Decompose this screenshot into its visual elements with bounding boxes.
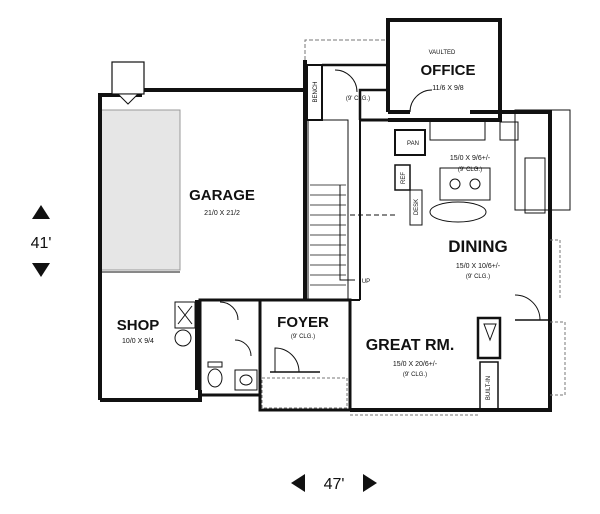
office-walls — [386, 18, 502, 112]
shop-dims: 10/0 X 9/4 — [122, 338, 154, 345]
cooktop-burner-1 — [449, 178, 461, 190]
toilet — [207, 368, 223, 388]
mud-door-swing — [334, 69, 358, 93]
width-dimension: 47' — [291, 474, 377, 493]
great-room-ceiling: (9' CLG.) — [403, 372, 427, 378]
kitchen-area — [350, 121, 546, 226]
stair-up-label: UP — [362, 279, 370, 285]
upper-counter — [429, 122, 486, 141]
vanity — [234, 369, 258, 391]
stairs-area — [304, 39, 390, 301]
great-room-dims: 15/0 X 20/6+/- — [393, 361, 438, 368]
main-exterior-wall — [350, 110, 552, 412]
refrigerator — [394, 164, 411, 191]
kitchen-ceiling: (9' CLG.) — [458, 167, 482, 173]
kitchen-dims: 15/0 X 9/6+/- — [450, 155, 491, 162]
garage-chimney-base — [116, 93, 140, 105]
shop-wall-south — [100, 390, 202, 402]
foyer-name: FOYER — [277, 314, 329, 331]
built-in-cabinet — [479, 361, 499, 411]
office-prefix: VAULTED — [429, 50, 456, 56]
office-door-swing — [409, 89, 433, 113]
garage-door-shading — [99, 109, 181, 271]
foyer-south-wall — [258, 395, 350, 412]
bath-door-swing — [234, 339, 252, 357]
island-table — [429, 201, 487, 223]
shop-area — [100, 298, 262, 402]
dining-dims: 15/0 X 10/6+/- — [456, 263, 501, 270]
mud-ceiling-label: (9' CLG.) — [346, 96, 370, 102]
dining-name: DINING — [448, 237, 508, 256]
shop-sink — [174, 329, 192, 347]
toilet-tank — [207, 361, 223, 368]
depth-value: 41' — [31, 235, 52, 252]
depth-dimension: 41' — [31, 205, 52, 277]
width-value: 47' — [324, 476, 345, 493]
cooktop-burner-2 — [469, 178, 481, 190]
garage-dims: 21/0 X 21/2 — [204, 210, 240, 217]
water-heater-x2 — [177, 305, 193, 325]
bump-out-dashed — [304, 39, 388, 60]
stair-arrow-line — [339, 185, 355, 281]
stair-treads — [310, 184, 346, 286]
dining-ceiling: (9' CLG.) — [466, 274, 490, 280]
island — [439, 167, 491, 201]
width-arrow-left-icon — [291, 474, 305, 492]
office-name: OFFICE — [421, 62, 476, 79]
garage-chimney — [111, 61, 145, 95]
deck-dashed — [550, 321, 566, 396]
bench — [306, 64, 323, 121]
window-seat-dashed — [550, 239, 561, 300]
built-in-label: BUILT-IN — [486, 376, 492, 400]
office-dims: 11/6 X 9/8 — [432, 85, 464, 92]
foyer-ceiling: (9' CLG.) — [291, 334, 315, 340]
corner-sink — [499, 121, 519, 141]
bench-label: BENCH — [313, 81, 319, 102]
porch-outline — [261, 377, 348, 409]
side-counter — [524, 157, 546, 214]
patio-door-swing — [514, 294, 541, 321]
front-door-swing — [274, 347, 300, 373]
stair-enclosure — [307, 119, 349, 301]
depth-arrow-down-icon — [32, 263, 50, 277]
bath-walls — [198, 298, 262, 397]
main-shell — [350, 109, 571, 416]
vanity-basin — [239, 374, 253, 386]
depth-arrow-up-icon — [32, 205, 50, 219]
fireplace-firebox — [483, 323, 497, 342]
office-area — [386, 18, 502, 114]
ref-label: REF — [401, 172, 407, 184]
width-arrow-right-icon — [363, 474, 377, 492]
shop-name: SHOP — [117, 317, 160, 334]
desk-counter — [409, 189, 423, 226]
closet-door-swing — [219, 301, 239, 321]
water-heater-box — [174, 301, 196, 329]
pantry — [394, 129, 426, 156]
mud-wall — [322, 63, 390, 120]
great-room-fixtures — [476, 316, 502, 411]
garage-name: GARAGE — [189, 187, 255, 204]
garage-wall-north — [98, 88, 305, 400]
pantry-label: PAN — [407, 141, 419, 147]
great-room-name: GREAT RM. — [366, 337, 455, 354]
garage-area — [98, 60, 307, 400]
desk-label: DESK — [414, 199, 420, 215]
kitchen-bump-out — [514, 109, 571, 211]
